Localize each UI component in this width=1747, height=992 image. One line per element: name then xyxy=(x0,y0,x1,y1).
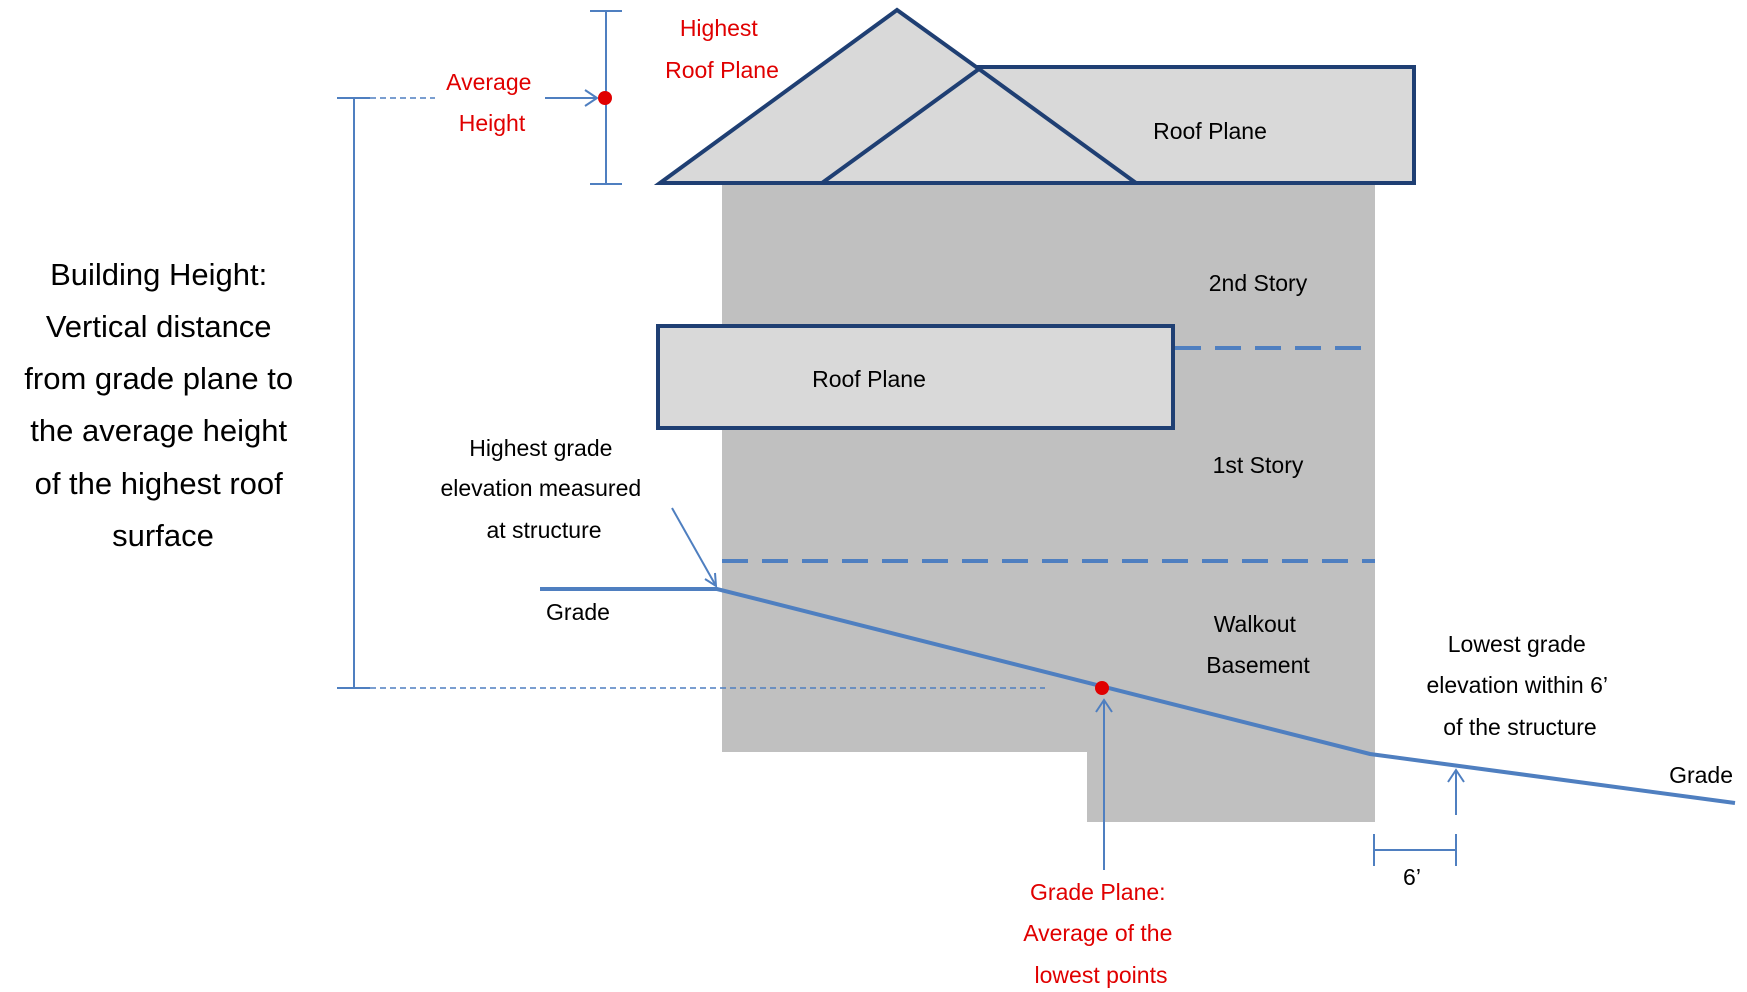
lower-roof-plane-label: Roof Plane xyxy=(812,366,926,392)
average-height-label: Average Height xyxy=(446,69,538,136)
first-story-label: 1st Story xyxy=(1213,452,1304,478)
upper-roof-plane-label: Roof Plane xyxy=(1153,118,1267,144)
lowest-grade-arrowhead xyxy=(1447,768,1465,783)
walkout-basement-label: Walkout Basement xyxy=(1206,611,1310,678)
average-height-point xyxy=(598,91,612,105)
highest-grade-label: Highest grade elevation measured at stru… xyxy=(440,435,647,543)
grade-right-label: Grade xyxy=(1669,762,1733,788)
secondary-roof-gable xyxy=(815,66,1143,185)
lower-roof-plane xyxy=(656,324,1175,430)
second-story-label: 2nd Story xyxy=(1209,270,1308,296)
building-height-label: Building Height: Vertical distance from … xyxy=(24,257,301,553)
grade-plane-label: Grade Plane: Average of the lowest point… xyxy=(1023,879,1179,988)
grade-plane-point xyxy=(1095,681,1109,695)
six-foot-label: 6’ xyxy=(1403,864,1421,890)
average-height-arrowhead xyxy=(584,89,599,107)
grade-line xyxy=(540,587,1736,805)
grade-plane-arrowhead xyxy=(1095,698,1113,713)
grade-left-label: Grade xyxy=(546,599,610,625)
highest-grade-leader xyxy=(671,507,717,587)
lowest-grade-label: Lowest grade elevation within 6’ of the … xyxy=(1426,631,1613,740)
highest-grade-arrowhead xyxy=(704,572,718,588)
highest-roof-plane-label: Highest Roof Plane xyxy=(665,15,779,83)
